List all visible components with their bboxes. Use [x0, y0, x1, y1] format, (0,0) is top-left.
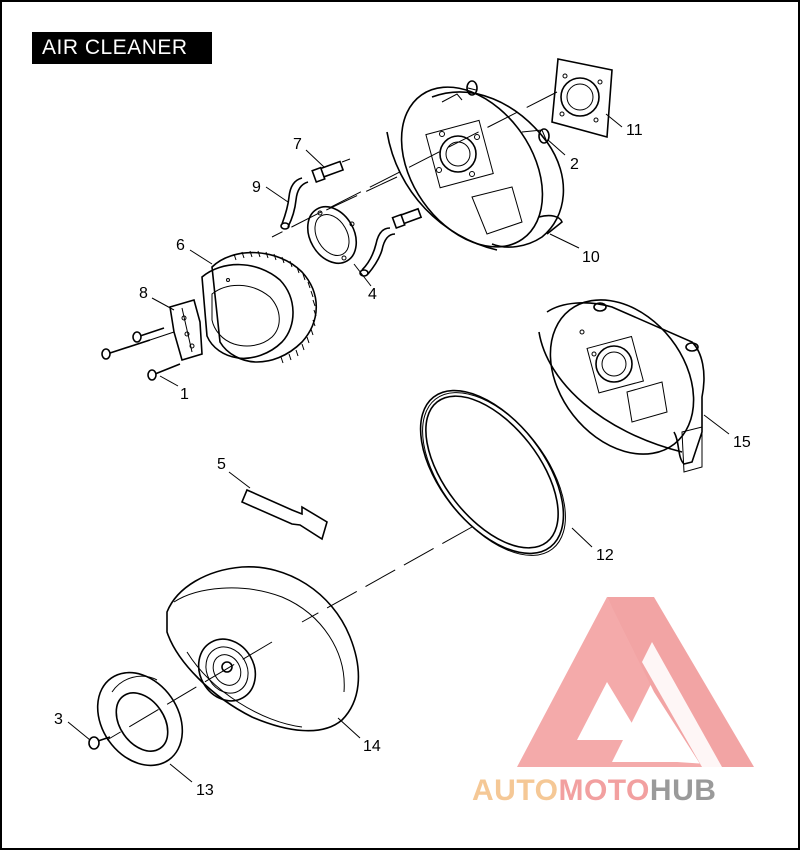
callout-2: 2 — [570, 156, 579, 173]
watermark-moto: MOTO — [558, 774, 649, 807]
part-13-trim-ring — [96, 671, 184, 767]
callout-7: 7 — [293, 136, 302, 153]
watermark-hub: HUB — [650, 774, 717, 807]
part-5-pad — [240, 488, 328, 541]
callout-11: 11 — [626, 122, 643, 139]
callout-10: 10 — [582, 249, 600, 266]
part-11-gasket — [551, 58, 613, 139]
part-8-bracket — [169, 299, 203, 361]
callout-3: 3 — [54, 711, 63, 728]
assembly-centerline — [106, 91, 558, 741]
part-1-screws — [101, 327, 181, 381]
watermark-auto: AUTO — [472, 774, 558, 807]
part-3-screw — [88, 736, 111, 750]
part-7-breather-bolt — [311, 158, 351, 184]
page-title: AIR CLEANER — [32, 32, 212, 64]
callout-6: 6 — [176, 237, 185, 254]
callout-9: 9 — [252, 179, 261, 196]
callout-4: 4 — [368, 286, 377, 303]
part-9-breather-hose — [280, 177, 396, 277]
callout-14: 14 — [363, 738, 381, 755]
svg-text:AUTOMOTOHUB: AUTOMOTOHUB — [472, 774, 716, 807]
part-14-outer-cover — [166, 566, 360, 732]
part-2-washer — [466, 80, 550, 144]
watermark-text: AUTOMOTOHUB — [472, 774, 716, 807]
part-6-filter-element — [201, 250, 318, 364]
part-10-backplate — [386, 86, 565, 251]
callout-13: 13 — [196, 782, 214, 799]
callout-8: 8 — [139, 285, 148, 302]
callout-12: 12 — [596, 547, 614, 564]
callout-1: 1 — [180, 386, 189, 403]
callout-5: 5 — [217, 456, 226, 473]
callout-15: 15 — [733, 434, 751, 451]
leader-lines — [67, 87, 730, 783]
part-7-breather-bolt-2 — [391, 207, 423, 230]
part-15-inner-cover — [538, 299, 705, 473]
watermark-logo — [517, 597, 754, 767]
part-12-seal-ring — [419, 389, 566, 556]
filter-pleats — [233, 250, 317, 364]
part-4-gasket — [306, 205, 358, 265]
callouts: 7 9 6 8 1 4 10 2 11 15 5 12 14 13 3 — [54, 122, 751, 799]
